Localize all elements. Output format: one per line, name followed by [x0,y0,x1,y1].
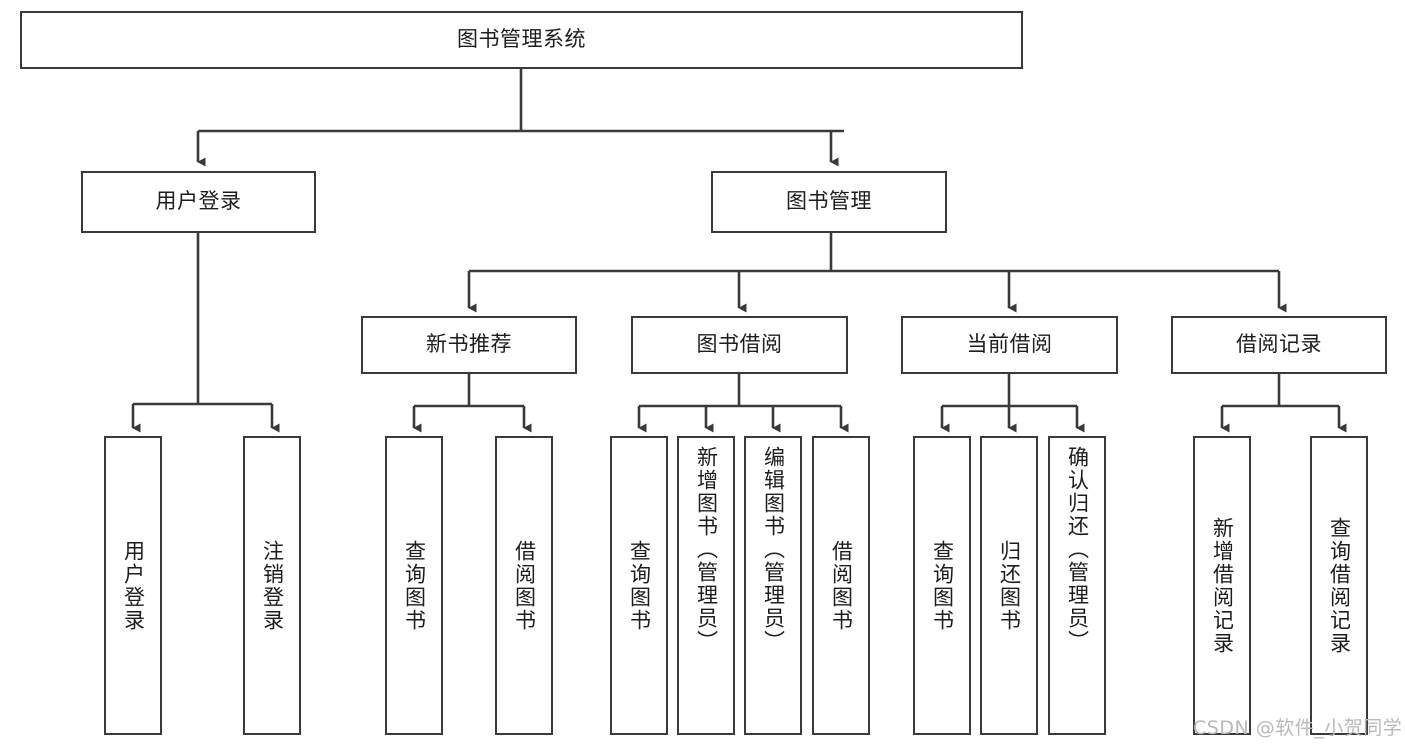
node-current-borrow[interactable]: 当前借阅 [901,316,1118,374]
leaf-borrow-record-1[interactable]: 查询借阅记录 [1310,436,1368,735]
node-new-book-recommend[interactable]: 新书推荐 [361,316,577,374]
node-book-borrow-label: 图书借阅 [696,332,783,357]
leaf-current-borrow-0-label: 查询图书 [930,539,955,632]
leaf-current-borrow-0[interactable]: 查询图书 [913,436,971,735]
leaf-borrow-record-1-label: 查询借阅记录 [1327,516,1352,655]
leaf-new-book-0-label: 查询图书 [402,539,427,632]
leaf-current-borrow-2[interactable]: 确认归还（管理员） [1048,436,1106,735]
node-root-label: 图书管理系统 [457,27,586,52]
leaf-current-borrow-1-label: 归还图书 [997,539,1022,632]
leaf-user-login-0-label: 用户登录 [121,539,146,632]
node-book-borrow[interactable]: 图书借阅 [631,316,848,374]
leaf-book-borrow-0-label: 查询图书 [627,539,652,632]
leaf-book-borrow-3-label: 借阅图书 [829,539,854,632]
node-borrow-record[interactable]: 借阅记录 [1171,316,1387,374]
leaf-borrow-record-0-label: 新增借阅记录 [1210,516,1235,655]
leaf-book-borrow-1[interactable]: 新增图书（管理员） [677,436,735,735]
leaf-current-borrow-2-label: 确认归还（管理员） [1065,446,1090,653]
csdn-watermark: CSDN @软件_小贺同学 [1193,717,1403,739]
leaf-book-borrow-2-label: 编辑图书（管理员） [761,446,786,653]
leaf-book-borrow-3[interactable]: 借阅图书 [812,436,870,735]
leaf-user-login-1[interactable]: 注销登录 [243,436,301,735]
leaf-borrow-record-0[interactable]: 新增借阅记录 [1193,436,1251,735]
node-book-manage[interactable]: 图书管理 [711,171,947,233]
node-new-book-recommend-label: 新书推荐 [426,332,512,357]
node-borrow-record-label: 借阅记录 [1236,332,1322,357]
leaf-current-borrow-1[interactable]: 归还图书 [980,436,1038,735]
leaf-new-book-1-label: 借阅图书 [512,539,537,632]
leaf-new-book-1[interactable]: 借阅图书 [495,436,553,735]
leaf-book-borrow-2[interactable]: 编辑图书（管理员） [744,436,802,735]
leaf-new-book-0[interactable]: 查询图书 [385,436,443,735]
node-root[interactable]: 图书管理系统 [20,11,1023,69]
leaf-user-login-1-label: 注销登录 [260,539,285,632]
node-user-login[interactable]: 用户登录 [81,171,316,233]
leaf-user-login-0[interactable]: 用户登录 [104,436,162,735]
node-user-login-label: 用户登录 [155,189,242,214]
leaf-book-borrow-0[interactable]: 查询图书 [610,436,668,735]
node-current-borrow-label: 当前借阅 [966,332,1053,357]
leaf-book-borrow-1-label: 新增图书（管理员） [694,446,719,653]
node-book-manage-label: 图书管理 [786,189,872,214]
